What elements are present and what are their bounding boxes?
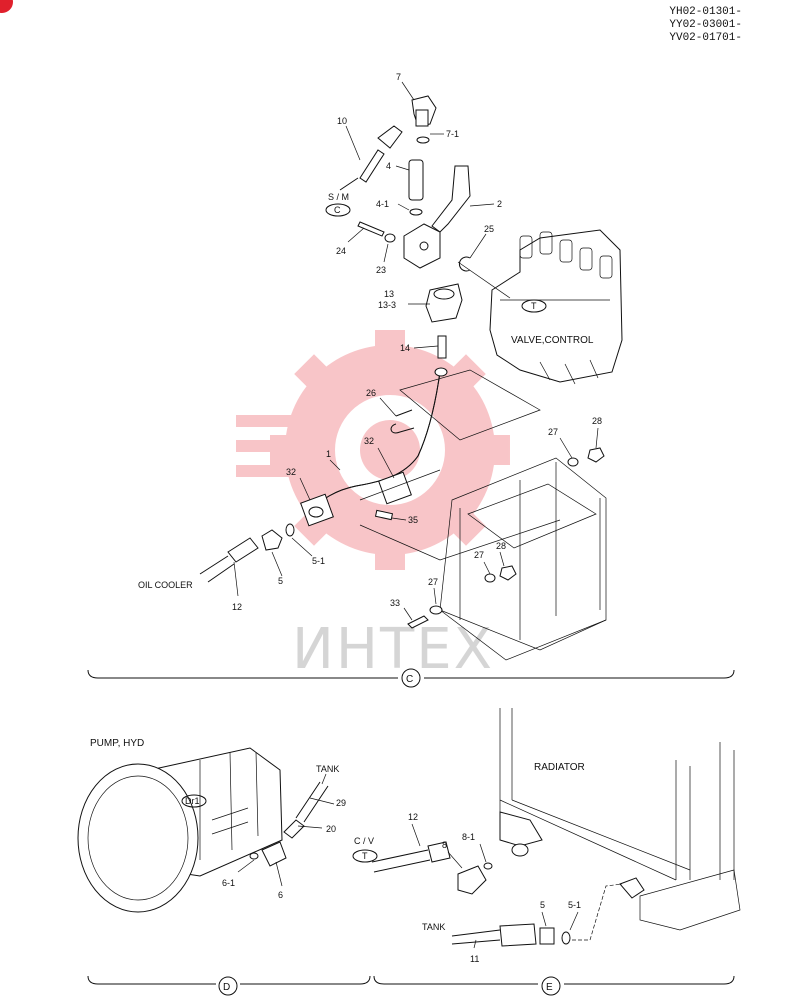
- section-d-drawing: Dr1 PUMP, HYD TANK 29 20 6-1 6 D: [77, 738, 371, 996]
- part-number-label: 28: [496, 541, 506, 551]
- section-c-marker: C: [406, 674, 413, 685]
- serial-number: YY02-03001-: [669, 19, 742, 31]
- part-number-label: 13-3: [378, 300, 396, 310]
- serial-number: YH02-01301-: [669, 6, 742, 18]
- mounting-frame: [359, 369, 607, 661]
- section-e-marker-circle: [541, 976, 561, 996]
- part-number-label: 1: [326, 449, 331, 459]
- part-number-label: 27: [548, 427, 558, 437]
- part-number-label: 20: [326, 824, 336, 834]
- hydraulic-pump: [77, 747, 283, 913]
- cv-label: C / V: [354, 836, 374, 846]
- part-number-label: 13: [384, 289, 394, 299]
- section-c-bracket: [87, 669, 735, 679]
- part-number-label: 32: [364, 436, 374, 446]
- part-number-label: 5-1: [312, 556, 325, 566]
- oil-cooler-label: OIL COOLER: [138, 580, 193, 590]
- tank-label: TANK: [316, 764, 339, 774]
- part-number-label: 5: [278, 576, 283, 586]
- part-number-label: 23: [376, 265, 386, 275]
- sm-hose: [339, 125, 403, 191]
- part-number-label: 33: [390, 598, 400, 608]
- part-number-label: 7-1: [446, 129, 459, 139]
- valve-label: VALVE,CONTROL: [511, 335, 594, 346]
- part-number-label: 24: [336, 246, 346, 256]
- section-e-bracket: [373, 975, 735, 985]
- part-number-label: 5-1: [568, 900, 581, 910]
- part-number-label: 27: [428, 577, 438, 587]
- part-number-label: 25: [484, 224, 494, 234]
- tank-label: TANK: [422, 922, 445, 932]
- pipe-block: [403, 223, 441, 269]
- section-d-marker: D: [223, 982, 230, 993]
- serial-number-block: YH02-01301- YY02-03001- YV02-01701-: [669, 6, 742, 45]
- part-number-label: 4: [386, 161, 391, 171]
- oil-cooler-hose: [199, 537, 259, 583]
- part-number-label: 29: [336, 798, 346, 808]
- part-number-label: 2: [497, 199, 502, 209]
- part-number-label: 6: [278, 890, 283, 900]
- control-valve-body: [489, 229, 623, 385]
- part-number-label: 6-1: [222, 878, 235, 888]
- part-number-label: 32: [286, 467, 296, 477]
- sm-circle-tag: C: [334, 205, 341, 215]
- part-number-label: 8-1: [462, 832, 475, 842]
- page-corner-marker: [0, 0, 13, 13]
- serial-number: YV02-01701-: [669, 32, 742, 44]
- part-number-label: 12: [232, 602, 242, 612]
- section-c-drawing: 7 7-1 10 4 4-1 2 24 23 25 13 13-3 14 26 …: [87, 72, 735, 688]
- section-d-marker-circle: [218, 976, 238, 996]
- main-pipe: [311, 367, 448, 511]
- section-e-marker: E: [546, 982, 553, 993]
- flange-fitting: [425, 283, 463, 323]
- part-number-label: 5: [540, 900, 545, 910]
- part-number-label: 35: [408, 515, 418, 525]
- radiator-label: RADIATOR: [534, 762, 585, 773]
- part-number-label: 11: [470, 954, 479, 964]
- cv-circle-tag: T: [362, 851, 368, 861]
- section-e-drawing: T C / V RADIATOR TANK 12 8 8-1 5 5-1 11 …: [352, 708, 741, 996]
- elbow-fitting: [411, 95, 437, 127]
- valve-circle-tag: T: [531, 301, 537, 311]
- sm-tag: S / M: [328, 192, 349, 202]
- radiator-frame: [499, 708, 741, 931]
- section-d-bracket: [87, 975, 371, 985]
- pump-circle-tag: Dr1: [185, 796, 200, 806]
- part-number-label: 10: [337, 116, 347, 126]
- part-number-label: 26: [366, 388, 376, 398]
- part-number-label: 4-1: [376, 199, 389, 209]
- section-c-marker-circle: [401, 668, 421, 688]
- part-number-label: 8: [442, 840, 447, 850]
- part-number-label: 14: [400, 343, 410, 353]
- pump-label: PUMP, HYD: [90, 738, 144, 749]
- watermark-text: ИНТЕХ: [292, 617, 494, 682]
- part-number-label: 28: [592, 416, 602, 426]
- part-number-label: 12: [408, 812, 418, 822]
- part-number-label: 7: [396, 72, 401, 82]
- part-number-label: 27: [474, 550, 484, 560]
